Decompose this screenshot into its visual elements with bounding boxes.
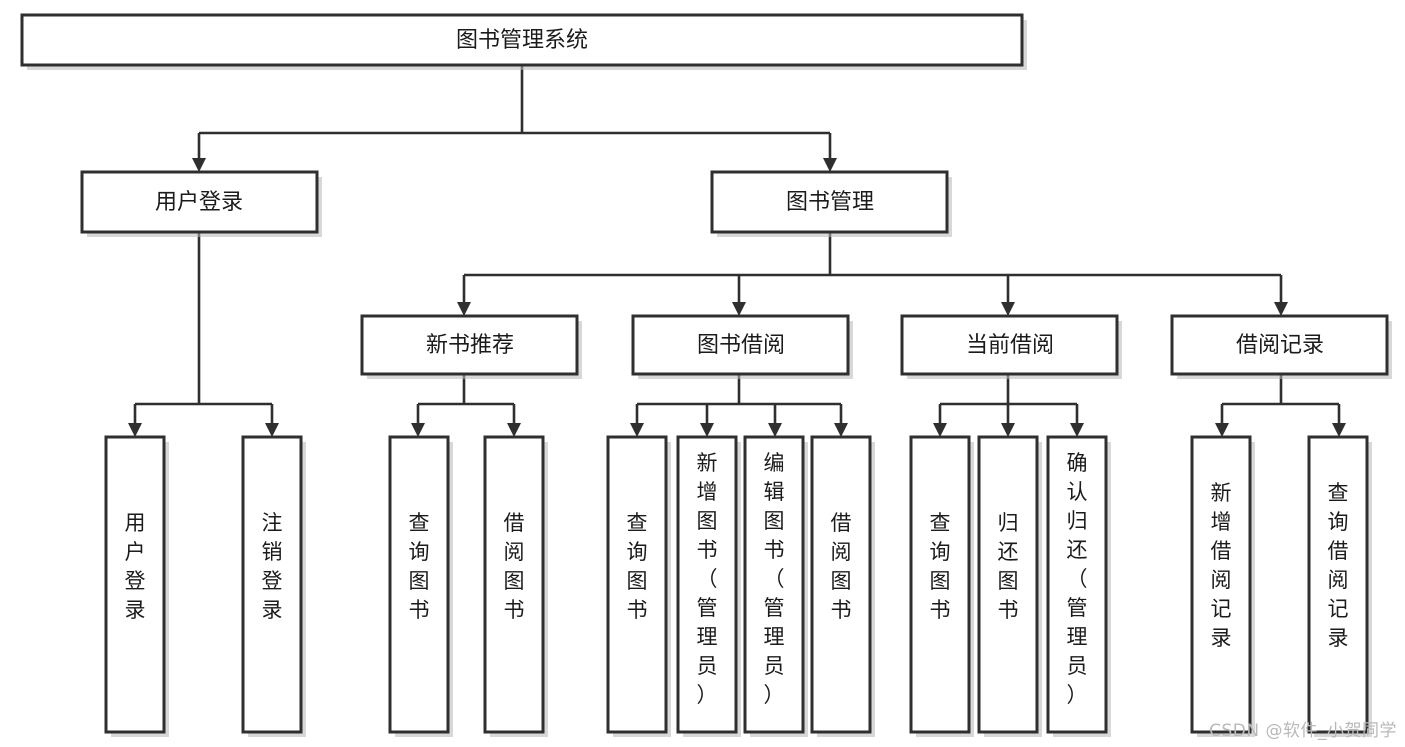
node-leaf-query-book-3-label: 查询图书 xyxy=(930,511,951,622)
arrow-icon-leaf-add-record xyxy=(1215,423,1229,437)
arrow-icon-leaf-user-login xyxy=(128,423,142,437)
node-leaf-confirm-return[interactable]: 确认归还（管理员） xyxy=(1046,435,1111,737)
node-root[interactable]: 图书管理系统 xyxy=(20,13,1027,70)
node-leaf-confirm-return-label: 确认归还（管理员） xyxy=(1067,451,1088,707)
node-leaf-logout-login-label: 注销登录 xyxy=(262,511,283,622)
node-leaf-query-book-1[interactable]: 查询图书 xyxy=(388,435,453,737)
arrow-icon-leaf-query-book-2 xyxy=(630,423,644,437)
node-book-borrow-box[interactable] xyxy=(631,314,850,376)
node-leaf-query-book-3-box[interactable] xyxy=(909,435,971,734)
arrow-icon-leaf-query-book-3 xyxy=(933,423,947,437)
node-leaf-borrow-book-2-label: 借阅图书 xyxy=(831,511,852,622)
node-new-book-recommend-box[interactable] xyxy=(360,314,579,376)
node-leaf-user-login-box[interactable] xyxy=(104,435,166,734)
node-book-borrow[interactable]: 图书借阅 xyxy=(631,314,853,379)
node-book-manage-label: 图书管理 xyxy=(786,190,874,215)
node-user-login[interactable]: 用户登录 xyxy=(80,170,322,237)
node-leaf-query-book-3[interactable]: 查询图书 xyxy=(909,435,974,737)
node-leaf-user-login-label: 用户登录 xyxy=(125,511,146,622)
node-leaf-return-book-box[interactable] xyxy=(977,435,1039,734)
node-new-book-recommend[interactable]: 新书推荐 xyxy=(360,314,582,379)
node-leaf-borrow-book-2[interactable]: 借阅图书 xyxy=(810,435,875,737)
node-leaf-add-record-label: 新增借阅记录 xyxy=(1211,481,1232,650)
arrow-icon-leaf-query-book-1 xyxy=(411,423,425,437)
node-leaf-query-book-2-label: 查询图书 xyxy=(627,511,648,622)
arrow-icon-book-manage xyxy=(823,158,837,172)
node-user-login-label: 用户登录 xyxy=(155,190,243,215)
node-leaf-logout-login[interactable]: 注销登录 xyxy=(241,435,306,737)
node-leaf-query-book-1-label: 查询图书 xyxy=(409,511,430,622)
node-book-manage[interactable]: 图书管理 xyxy=(710,170,952,237)
node-leaf-add-book-box[interactable] xyxy=(676,435,738,734)
node-leaf-add-book-label: 新增图书（管理员） xyxy=(697,451,718,707)
arrow-icon-leaf-borrow-book-2 xyxy=(834,423,848,437)
node-leaf-edit-book-label: 编辑图书（管理员） xyxy=(764,451,785,707)
node-leaf-query-book-2[interactable]: 查询图书 xyxy=(606,435,671,737)
node-leaf-add-record-box[interactable] xyxy=(1190,435,1252,734)
arrow-icon-new-book-recommend xyxy=(457,302,471,316)
arrow-icon-borrow-record xyxy=(1274,302,1288,316)
node-leaf-query-record[interactable]: 查询借阅记录 xyxy=(1307,435,1372,737)
node-leaf-edit-book-box[interactable] xyxy=(743,435,805,734)
node-current-borrow-label: 当前借阅 xyxy=(966,333,1054,358)
arrow-icon-leaf-edit-book xyxy=(768,423,782,437)
connector-group xyxy=(133,65,1341,423)
node-new-book-recommend-label: 新书推荐 xyxy=(426,333,514,358)
arrow-icon-leaf-query-record xyxy=(1332,423,1346,437)
node-leaf-add-book[interactable]: 新增图书（管理员） xyxy=(676,435,741,737)
arrow-icon-leaf-borrow-book-1 xyxy=(507,423,521,437)
node-leaf-query-record-box[interactable] xyxy=(1307,435,1369,734)
node-leaf-borrow-book-1[interactable]: 借阅图书 xyxy=(483,435,548,737)
node-borrow-record-label: 借阅记录 xyxy=(1236,333,1324,358)
node-root-box[interactable] xyxy=(20,13,1024,67)
node-current-borrow[interactable]: 当前借阅 xyxy=(900,314,1122,379)
arrow-icon-leaf-return-book xyxy=(1001,423,1015,437)
node-leaf-user-login[interactable]: 用户登录 xyxy=(104,435,169,737)
arrow-icon-leaf-add-book xyxy=(700,423,714,437)
node-borrow-record[interactable]: 借阅记录 xyxy=(1170,314,1392,379)
node-leaf-borrow-book-2-box[interactable] xyxy=(810,435,872,734)
node-leaf-borrow-book-1-label: 借阅图书 xyxy=(504,511,525,622)
node-leaf-query-record-label: 查询借阅记录 xyxy=(1328,481,1349,650)
node-current-borrow-box[interactable] xyxy=(900,314,1119,376)
arrow-icon-book-borrow xyxy=(732,302,746,316)
node-root-label: 图书管理系统 xyxy=(456,28,588,53)
node-leaf-confirm-return-box[interactable] xyxy=(1046,435,1108,734)
node-leaf-logout-login-box[interactable] xyxy=(241,435,303,734)
arrow-icon-current-borrow xyxy=(1001,302,1015,316)
node-leaf-edit-book[interactable]: 编辑图书（管理员） xyxy=(743,435,808,737)
arrow-icon-leaf-logout-login xyxy=(265,423,279,437)
arrow-icon-leaf-confirm-return xyxy=(1070,423,1084,437)
node-leaf-add-record[interactable]: 新增借阅记录 xyxy=(1190,435,1255,737)
arrow-icon-user-login xyxy=(192,158,206,172)
node-leaf-query-book-1-box[interactable] xyxy=(388,435,450,734)
node-leaf-return-book-label: 归还图书 xyxy=(998,511,1019,622)
node-book-borrow-label: 图书借阅 xyxy=(697,333,785,358)
node-leaf-query-book-2-box[interactable] xyxy=(606,435,668,734)
node-borrow-record-box[interactable] xyxy=(1170,314,1389,376)
node-leaf-return-book[interactable]: 归还图书 xyxy=(977,435,1042,737)
node-user-login-box[interactable] xyxy=(80,170,319,234)
node-book-manage-box[interactable] xyxy=(710,170,949,234)
node-leaf-borrow-book-1-box[interactable] xyxy=(483,435,545,734)
